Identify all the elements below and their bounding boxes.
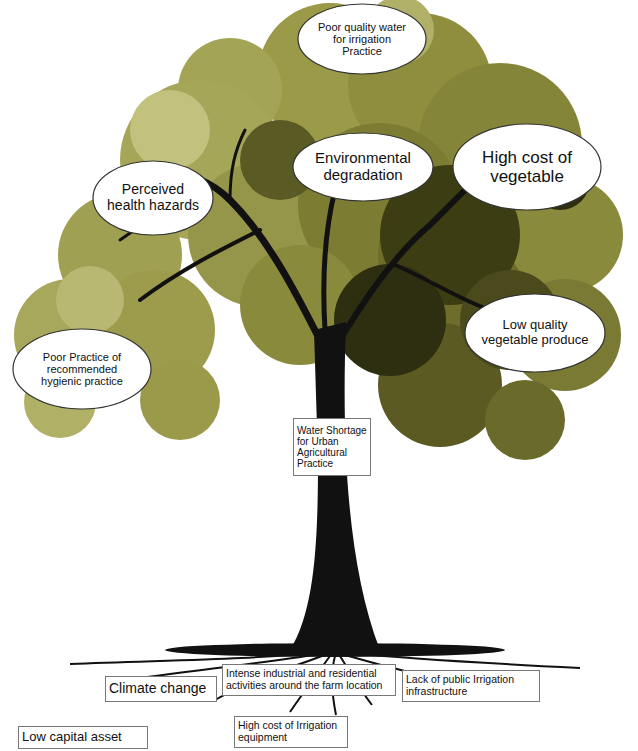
node-text: Low capital asset (22, 730, 144, 745)
effect-ellipse: Perceived health hazards (92, 160, 214, 236)
node-text: Low quality vegetable produce (481, 318, 589, 347)
cause-box: Intense industrial and residential activ… (222, 664, 396, 696)
tree-trunk (290, 322, 380, 650)
cause-box: Low capital asset (18, 726, 148, 749)
node-text: Perceived health hazards (107, 182, 200, 213)
node-text: Environmental degradation (309, 150, 417, 184)
effect-ellipse: Poor quality water for irrigation Practi… (297, 3, 427, 75)
tree-roots (70, 643, 580, 715)
node-text: Poor quality water for irrigation Practi… (313, 21, 412, 58)
node-text: High cost of Irrigation equipment (238, 720, 344, 744)
effect-ellipse: Poor Practice of recommended hygienic pr… (12, 328, 152, 410)
node-text: Water Shortage for Urban Agricultural Pr… (297, 425, 367, 470)
node-text: High cost of vegetable (470, 148, 584, 186)
effect-ellipse: Environmental degradation (292, 132, 434, 202)
effect-ellipse: High cost of vegetable (452, 123, 602, 211)
cause-box: High cost of Irrigation equipment (234, 716, 348, 748)
effect-ellipse: Low quality vegetable produce (464, 293, 606, 373)
node-text: Climate change (109, 681, 213, 697)
node-text: Intense industrial and residential activ… (226, 668, 392, 692)
cause-box: Lack of public Irrigation infrastructure (402, 670, 540, 702)
cause-box: Climate change (105, 676, 217, 702)
core-problem-box: Water Shortage for Urban Agricultural Pr… (293, 418, 371, 476)
node-text: Poor Practice of recommended hygienic pr… (29, 351, 135, 388)
node-text: Lack of public Irrigation infrastructure (406, 674, 536, 698)
